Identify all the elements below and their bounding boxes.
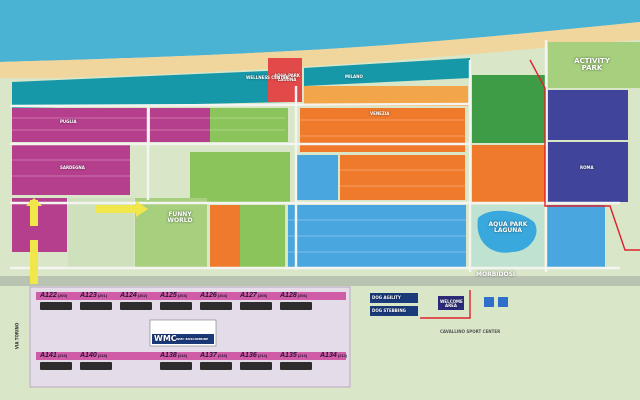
zone-navy-2 <box>548 142 628 202</box>
sea <box>0 0 640 62</box>
zone-label-milano: MILANO <box>345 74 363 79</box>
pitch-row-bottom: A141(219) A140(218) A138(216) A137(215) … <box>40 352 350 361</box>
pitch-label[interactable]: A137(215) <box>200 352 228 359</box>
pitch-label[interactable]: A123(201) <box>80 292 108 299</box>
wellness-label: WELLNESS CENTER <box>246 75 289 80</box>
pitch-label[interactable]: A135(213) <box>280 352 308 359</box>
route-line <box>420 59 640 319</box>
zone-label-puglia: PUGLIA <box>60 119 77 124</box>
zone-lgreen-2 <box>190 152 290 202</box>
pitch-label[interactable]: A128(206) <box>280 292 308 299</box>
pitch-label[interactable]: A141(219) <box>40 352 68 359</box>
welcome-area-label: WELCOME AREA <box>440 299 463 308</box>
pitch-label[interactable]: A138(216) <box>160 352 188 359</box>
aqua-park-top-label: AQUA PARK LAGUNA <box>274 73 300 82</box>
zone-blue-1 <box>296 155 338 200</box>
pitch-row-top: A122(200) A123(201) A124(202) A125(203) … <box>40 292 350 301</box>
pitch-label[interactable]: A136(214) <box>240 352 268 359</box>
wmc-sub-label: WMC BUSCOMBINE <box>176 337 209 341</box>
pitch-label[interactable]: A126(204) <box>200 292 228 299</box>
pitch-band-bottom <box>36 352 346 360</box>
zone-orange-2 <box>340 155 465 200</box>
pitch-label[interactable]: A140(218) <box>80 352 108 359</box>
zone-magenta-3 <box>12 145 130 195</box>
wmc-label: WMC <box>154 334 177 343</box>
zone-magenta-1 <box>12 108 147 142</box>
zone-green-activity <box>548 42 640 88</box>
activity-park-label: ACTIVITY PARK <box>574 57 610 72</box>
funny-world-label: FUNNY WORLD <box>167 211 193 224</box>
zone-lgreen-1 <box>210 108 288 142</box>
zone-label-roma: ROMA <box>580 165 594 170</box>
sport-center-label: CAVALLINO SPORT CENTER <box>440 329 501 334</box>
aqua-park-laguna-label: AQUA PARK LAGUNA <box>488 221 528 234</box>
dog-agility-area <box>370 293 418 303</box>
zone-navy-1 <box>548 90 628 140</box>
zone-orange-4 <box>472 145 547 203</box>
pool <box>477 210 537 253</box>
funny-world-area <box>135 198 207 268</box>
zone-blue-3 <box>545 205 605 267</box>
zone-teal-left <box>12 70 290 108</box>
dog-stebbing-label: DOG STEBBING <box>372 308 406 313</box>
morbidosi-label: MORBIDOSI <box>476 271 516 278</box>
pitch-label[interactable]: A134(212) <box>320 352 348 359</box>
main-road <box>0 276 640 286</box>
via-torino-label: VIA TORINO <box>14 322 20 350</box>
zone-label-venezia: VENEZIA <box>370 111 390 116</box>
welcome-area-box <box>438 296 464 310</box>
zone-label-sardegna: SARDEGNA <box>60 165 85 170</box>
zone-green-2 <box>472 100 547 140</box>
dog-agility-label: DOG AGILITY <box>372 295 401 300</box>
zone-orange-3 <box>210 205 240 267</box>
pitch-label[interactable]: A125(203) <box>160 292 188 299</box>
zone-teal-center <box>304 58 470 86</box>
zone-lgreen-3 <box>240 205 285 267</box>
beach <box>0 22 640 80</box>
pitch-label[interactable]: A122(200) <box>40 292 68 299</box>
pitch-label[interactable]: A127(205) <box>240 292 268 299</box>
zone-magenta-4 <box>12 198 67 252</box>
pitch-band-top <box>36 292 346 300</box>
pitch-label[interactable]: A124(202) <box>120 292 148 299</box>
dog-stebbing-area <box>370 306 418 316</box>
zone-orange-top <box>304 86 468 106</box>
